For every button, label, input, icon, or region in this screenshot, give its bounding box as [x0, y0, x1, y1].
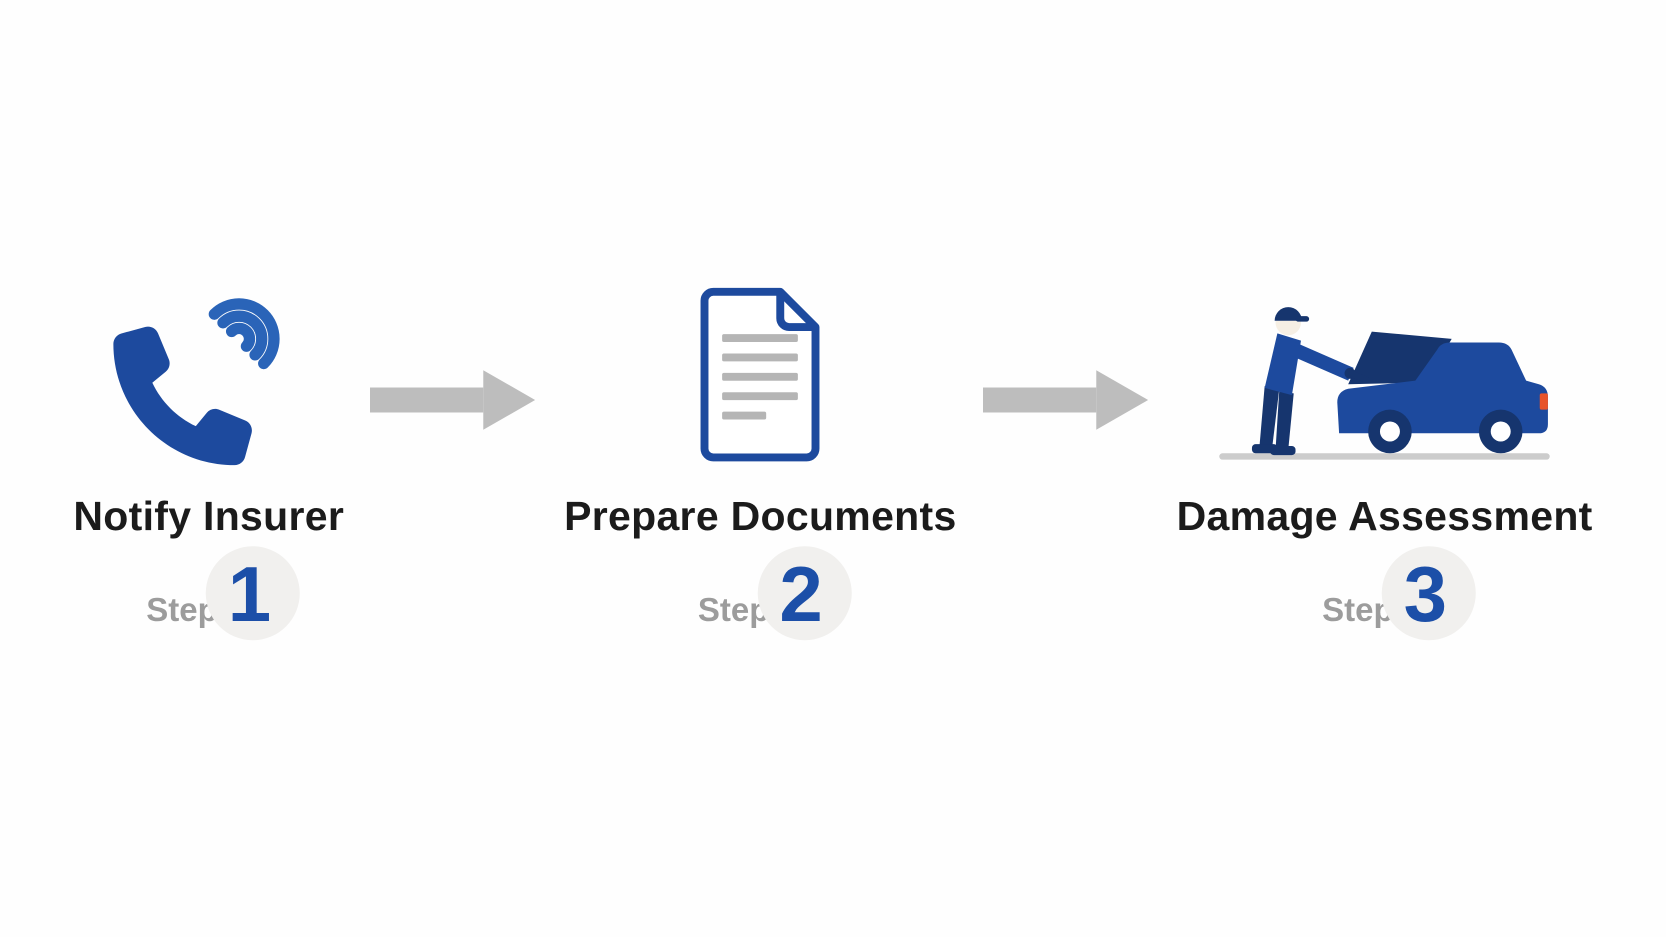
step-2: Prepare Documents Step 2 — [556, 276, 964, 641]
step-indicator: Step 3 — [1322, 546, 1477, 641]
number-bg-circle — [1382, 546, 1477, 641]
arrow-2-icon — [982, 364, 1151, 441]
document-text-lines — [722, 334, 799, 420]
step-number-wrap: 3 — [1382, 546, 1477, 641]
rear-wheel — [1479, 409, 1523, 454]
signal-waves-icon — [208, 298, 280, 370]
phone-handset — [113, 326, 253, 466]
step-label: Step — [1322, 591, 1394, 629]
step-1: Notify Insurer Step 1 — [65, 276, 352, 641]
step-number-wrap: 2 — [757, 546, 852, 641]
taillight — [1539, 393, 1549, 410]
step-3: Damage Assessment Step 3 — [1169, 276, 1601, 641]
arrow-1-icon — [370, 364, 538, 441]
step-indicator: Step 2 — [697, 546, 852, 641]
step-number: 3 — [1403, 550, 1448, 639]
mechanic-figure — [1252, 307, 1370, 456]
step-title: Notify Insurer — [73, 493, 345, 539]
step-label: Step — [146, 591, 218, 629]
step-number: 2 — [779, 550, 823, 639]
document-icon — [685, 276, 835, 468]
step-title: Damage Assessment — [1176, 493, 1593, 539]
phone-icon — [101, 276, 316, 468]
document-fold-corner — [776, 291, 816, 332]
step-number-wrap: 1 — [206, 546, 301, 641]
number-bg-circle — [206, 546, 301, 641]
front-wheel — [1368, 409, 1412, 454]
mechanic-car-icon — [1212, 276, 1557, 468]
step-label: Step — [697, 591, 770, 629]
ground-line — [1219, 453, 1550, 460]
number-bg-circle — [757, 546, 852, 641]
step-title: Prepare Documents — [564, 493, 957, 539]
step-indicator: Step 1 — [146, 546, 301, 641]
process-flow: Notify Insurer Step 1 — [65, 276, 1601, 641]
step-number: 1 — [227, 550, 272, 639]
